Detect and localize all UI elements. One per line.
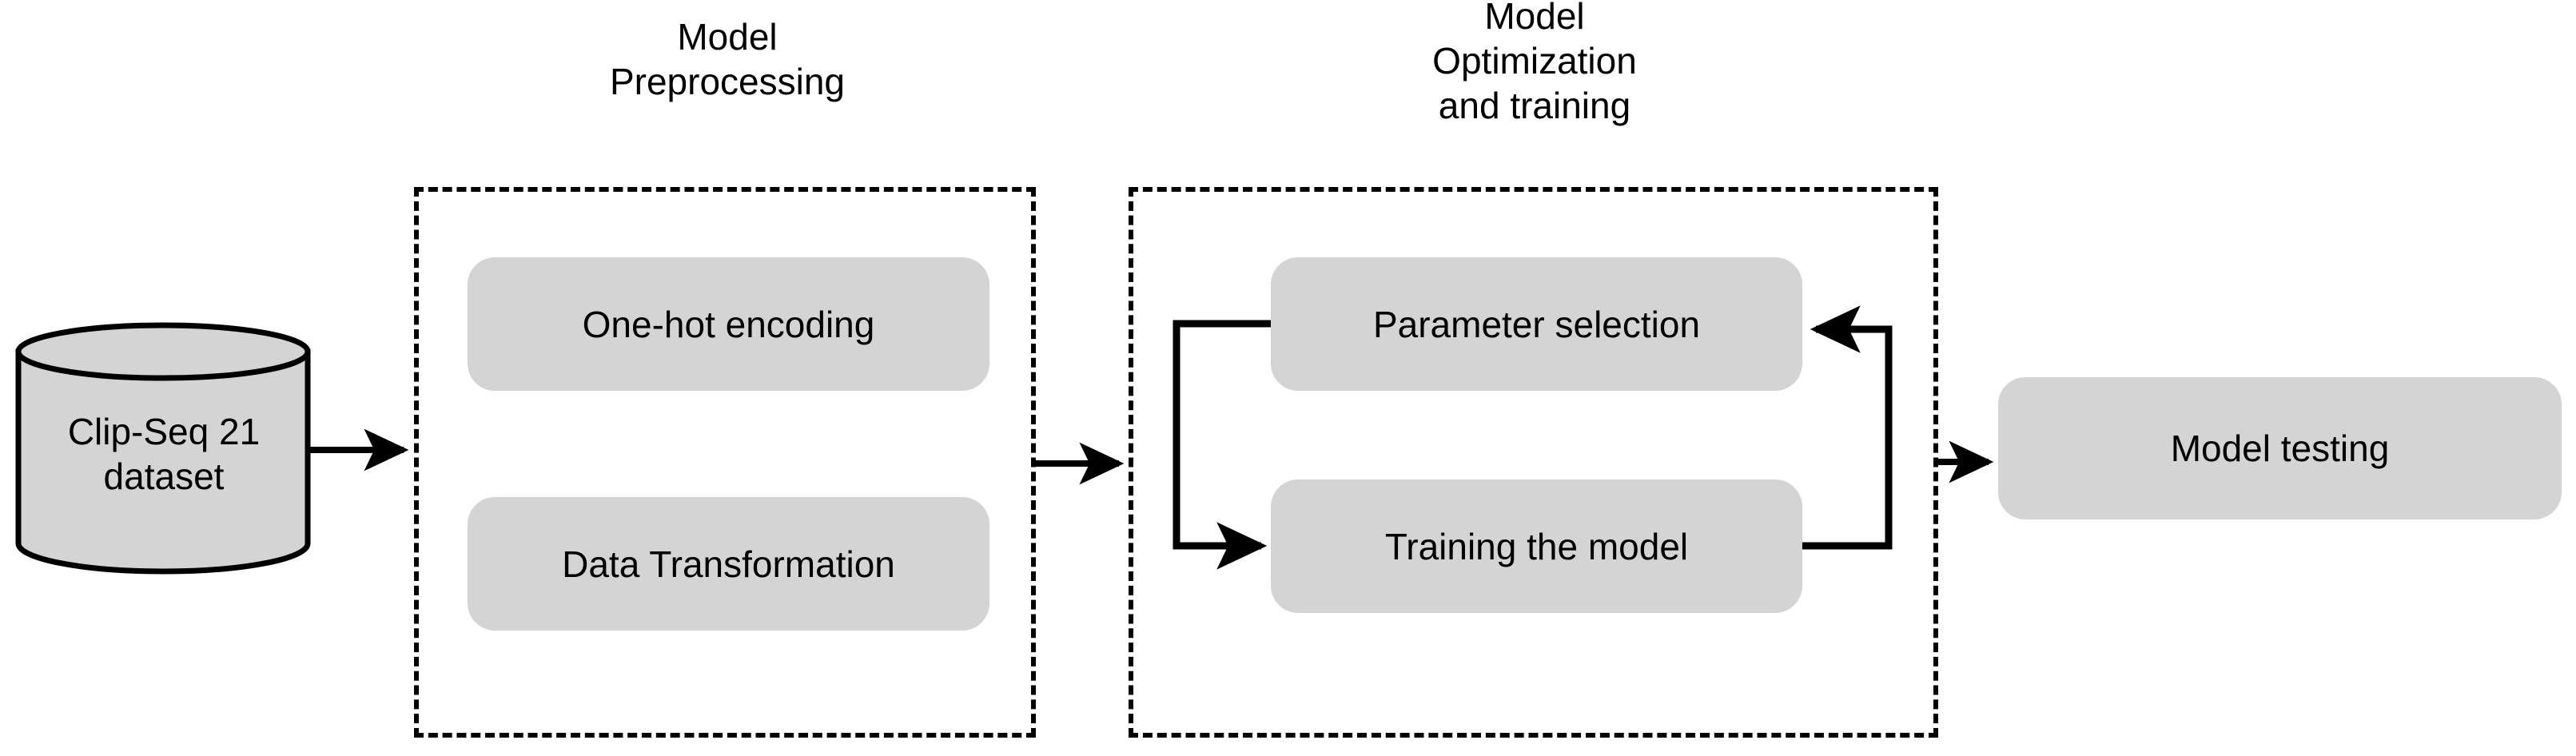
node-model-testing[interactable]: Model testing xyxy=(1998,377,2562,519)
node-data-transformation[interactable]: Data Transformation xyxy=(468,497,989,631)
dataset-label: Clip-Seq 21 dataset xyxy=(67,411,261,497)
node-training-the-model[interactable]: Training the model xyxy=(1271,479,1802,613)
group-box-optimization xyxy=(1129,187,1938,738)
group-title-preprocessing: Model Preprocessing xyxy=(609,16,846,102)
group-title-optimization: Model Optimization and training xyxy=(1432,0,1637,126)
group-box-preprocessing xyxy=(414,187,1036,738)
node-one-hot-encoding[interactable]: One-hot encoding xyxy=(468,257,989,391)
node-parameter-selection[interactable]: Parameter selection xyxy=(1271,257,1802,391)
cylinder-shape xyxy=(15,322,311,575)
dataset-cylinder xyxy=(8,316,328,583)
